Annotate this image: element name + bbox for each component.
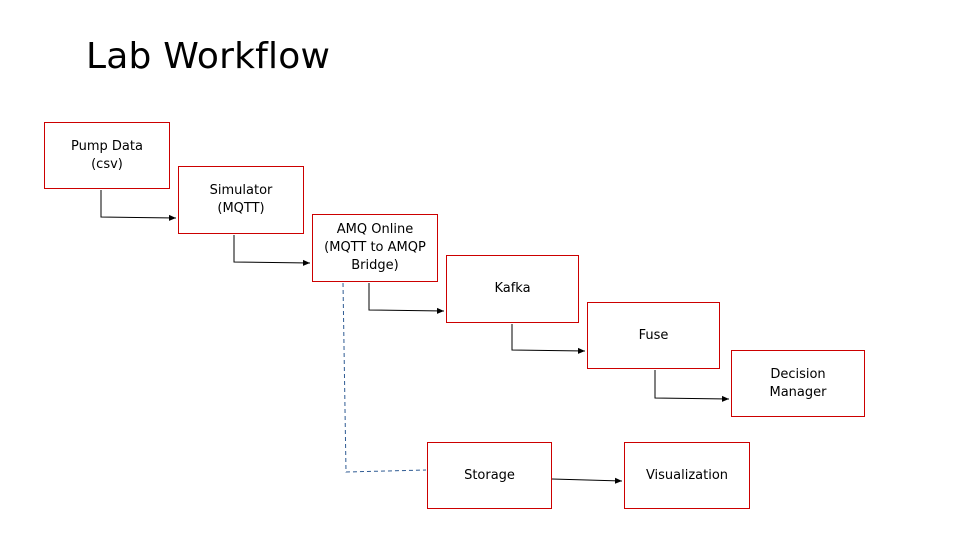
- arrow-kafka-to-fuse: [511, 324, 586, 354]
- node-simulator[interactable]: Simulator (MQTT): [178, 166, 304, 234]
- dashed-link-amq-to-storage: [342, 282, 427, 473]
- node-visualization[interactable]: Visualization: [624, 442, 750, 509]
- arrow-amq-to-kafka: [368, 283, 445, 314]
- node-decision-manager[interactable]: Decision Manager: [731, 350, 865, 417]
- page-title: Lab Workflow: [86, 36, 331, 77]
- node-storage[interactable]: Storage: [427, 442, 552, 509]
- arrow-pump-to-simulator: [100, 190, 177, 221]
- node-kafka[interactable]: Kafka: [446, 255, 579, 323]
- node-pump-data[interactable]: Pump Data (csv): [44, 122, 170, 189]
- arrow-fuse-to-decision-manager: [654, 370, 730, 402]
- node-amq-online[interactable]: AMQ Online (MQTT to AMQP Bridge): [312, 214, 438, 282]
- arrow-simulator-to-amq: [233, 235, 311, 266]
- node-fuse[interactable]: Fuse: [587, 302, 720, 369]
- arrow-storage-to-visualization: [551, 477, 623, 484]
